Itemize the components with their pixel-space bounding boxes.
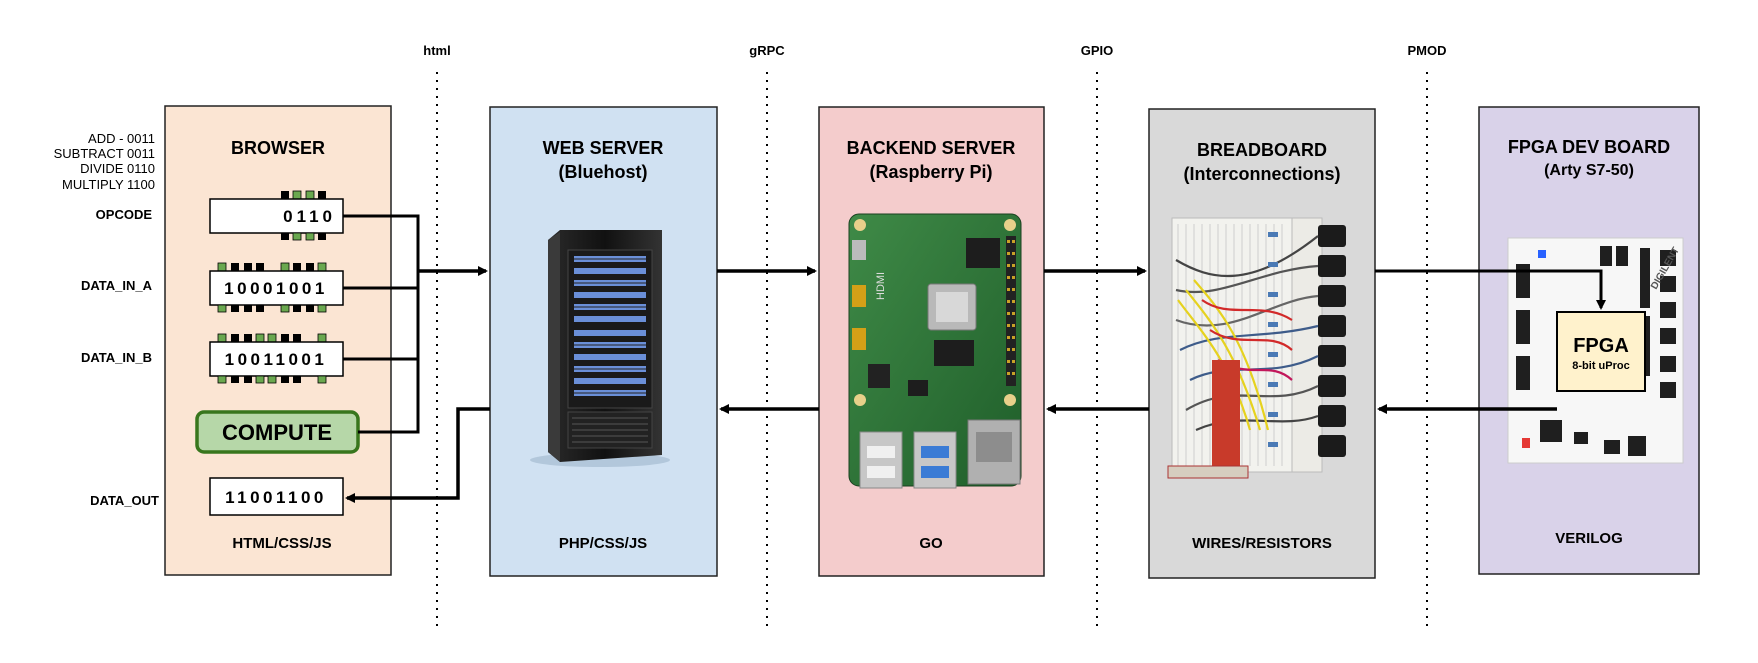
protocol-label-pmod: PMOD <box>1408 43 1447 58</box>
opcode-value: 0110 <box>283 207 336 226</box>
data-in-b-pins-top <box>217 333 327 343</box>
opcode-legend: ADD - 0011 SUBTRACT 0011 DIVIDE 0110 MUL… <box>54 131 155 192</box>
browser-title: BROWSER <box>231 138 325 158</box>
fpga-board-title: FPGA DEV BOARD <box>1508 137 1670 157</box>
fpga-tech-label: VERILOG <box>1555 530 1623 547</box>
web-server-title: WEB SERVER <box>543 138 664 158</box>
fpga-chip-label: FPGA <box>1573 335 1629 357</box>
data-out-field <box>209 477 344 516</box>
data-in-a-value: 10001001 <box>224 279 328 298</box>
arrow-web-to-browser <box>345 407 490 503</box>
protocol-label-grpc: gRPC <box>749 43 785 58</box>
data-in-a-pins-bottom <box>217 304 327 313</box>
opcode-legend-add: ADD - 0011 <box>88 131 155 146</box>
protocol-label-html: html <box>423 43 450 58</box>
web-server-subtitle: (Bluehost) <box>559 162 648 182</box>
data-out-label: DATA_OUT <box>90 493 159 508</box>
arrow-breadboard-to-fpga <box>1375 269 1606 310</box>
server-rack-image <box>530 230 670 467</box>
fpga-chip <box>1556 311 1646 392</box>
web-server-tech-label: PHP/CSS/JS <box>559 535 647 552</box>
opcode-label: OPCODE <box>96 207 153 222</box>
data-in-a-field[interactable] <box>209 270 344 306</box>
breadboard-subtitle: (Interconnections) <box>1183 164 1340 184</box>
data-out-value: 11001100 <box>225 488 327 507</box>
backend-server-title: BACKEND SERVER <box>847 138 1016 158</box>
breadboard-title: BREADBOARD <box>1197 140 1327 160</box>
breadboard-tech-label: WIRES/RESISTORS <box>1192 535 1332 552</box>
breadboard-image <box>1167 217 1346 479</box>
fpga-chip-sublabel: 8-bit uProc <box>1572 360 1629 372</box>
connector-browser-bus <box>343 214 420 434</box>
data-in-b-field[interactable] <box>209 341 344 377</box>
protocol-label-gpio: GPIO <box>1081 43 1114 58</box>
data-in-b-value: 10011001 <box>225 350 328 369</box>
data-in-a-label: DATA_IN_A <box>81 278 153 293</box>
backend-server-tech-label: GO <box>919 535 943 552</box>
data-in-b-register[interactable]: 10011001 <box>209 333 344 384</box>
data-in-b-pins-bottom <box>217 375 327 384</box>
opcode-pins-bottom <box>281 232 326 241</box>
browser-tech-label: HTML/CSS/JS <box>232 535 331 552</box>
backend-server-subtitle: (Raspberry Pi) <box>869 162 992 182</box>
raspberry-pi-image: HDMI <box>848 213 1022 489</box>
svg-text:HDMI: HDMI <box>875 272 887 300</box>
opcode-legend-divide: DIVIDE 0110 <box>80 161 155 176</box>
compute-button-label: COMPUTE <box>222 420 332 445</box>
data-in-a-register[interactable]: 10001001 <box>209 262 344 313</box>
opcode-register[interactable]: 0110 <box>209 190 344 241</box>
opcode-legend-subtract: SUBTRACT 0011 <box>54 146 155 161</box>
opcode-legend-multiply: MULTIPLY 1100 <box>62 177 155 192</box>
data-in-b-label: DATA_IN_B <box>81 350 152 365</box>
fpga-board-subtitle: (Arty S7-50) <box>1544 162 1634 179</box>
opcode-field[interactable] <box>209 198 344 234</box>
data-in-a-pins-top <box>217 262 327 272</box>
